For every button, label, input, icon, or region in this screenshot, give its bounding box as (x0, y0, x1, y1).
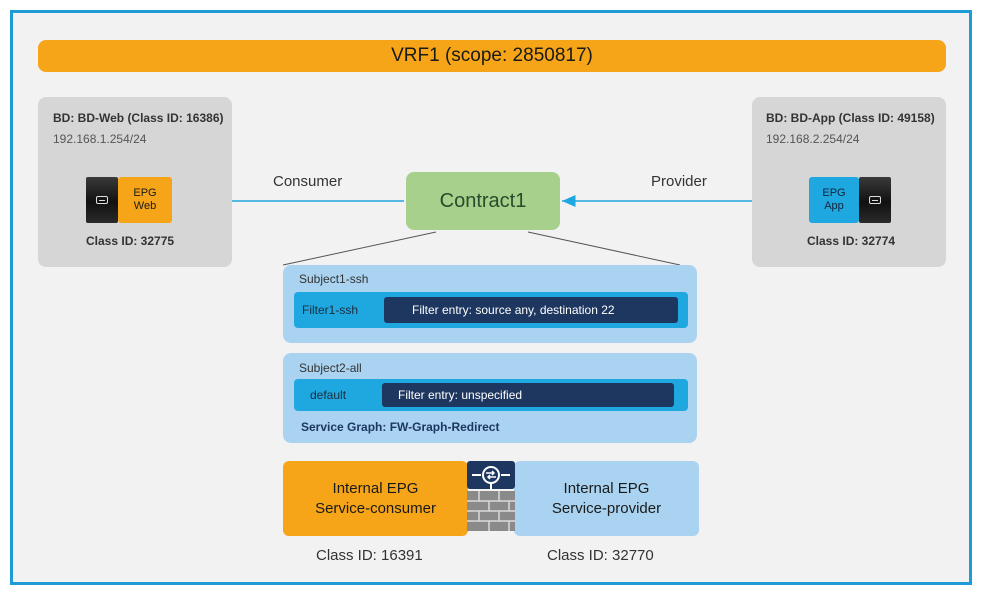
subject2-filter-bar: default Filter entry: unspecified (294, 379, 688, 411)
internal-consumer-class-id: Class ID: 16391 (316, 547, 423, 564)
bd-app-subnet: 192.168.2.254/24 (766, 132, 860, 146)
epg-app-line2: App (824, 200, 844, 212)
subject2-panel: Subject2-all default Filter entry: unspe… (283, 353, 697, 443)
internal-provider-line1: Internal EPG (563, 479, 650, 497)
bd-web-subnet: 192.168.1.254/24 (53, 132, 147, 146)
service-graph-label: Service Graph: FW-Graph-Redirect (301, 420, 500, 434)
internal-consumer-line2: Service-consumer (315, 499, 436, 517)
internal-provider-class-id: Class ID: 32770 (547, 547, 654, 564)
subject1-filter-entry: Filter entry: source any, destination 22 (384, 297, 678, 323)
bd-web-title: BD: BD-Web (Class ID: 16386) (53, 111, 224, 125)
subject1-filter-name: Filter1-ssh (302, 303, 359, 317)
subject-link-right (527, 231, 681, 266)
subject2-name: Subject2-all (299, 361, 362, 375)
subject2-filter-entry: Filter entry: unspecified (382, 383, 674, 407)
bd-app-title: BD: BD-App (Class ID: 49158) (766, 111, 935, 125)
subject1-panel: Subject1-ssh Filter1-ssh Filter entry: s… (283, 265, 697, 343)
epg-web-class-id: Class ID: 32775 (86, 234, 175, 248)
bd-app-panel: BD: BD-App (Class ID: 49158) 192.168.2.2… (752, 97, 946, 267)
provider-label: Provider (651, 173, 707, 190)
subject2-filter-name: default (310, 388, 347, 402)
internal-epg-consumer: Internal EPG Service-consumer (283, 461, 468, 536)
subject-link-left (282, 231, 437, 266)
firewall-icon (467, 461, 515, 531)
consumer-label: Consumer (273, 173, 343, 190)
contract-box: Contract1 (406, 172, 560, 230)
vrf-banner: VRF1 (scope: 2850817) (38, 40, 946, 72)
internal-provider-line2: Service-provider (551, 499, 662, 517)
server-icon (859, 177, 891, 223)
internal-epg-provider: Internal EPG Service-provider (514, 461, 699, 536)
subject1-name: Subject1-ssh (299, 272, 369, 286)
subject1-filter-bar: Filter1-ssh Filter entry: source any, de… (294, 292, 688, 328)
bd-web-panel: BD: BD-Web (Class ID: 16386) 192.168.1.2… (38, 97, 232, 267)
epg-app-line1: EPG (822, 187, 846, 199)
epg-web-line2: Web (133, 200, 157, 212)
epg-web-line1: EPG (133, 187, 157, 199)
epg-app-class-id: Class ID: 32774 (807, 234, 896, 248)
server-icon (86, 177, 118, 223)
internal-consumer-line1: Internal EPG (332, 479, 419, 497)
